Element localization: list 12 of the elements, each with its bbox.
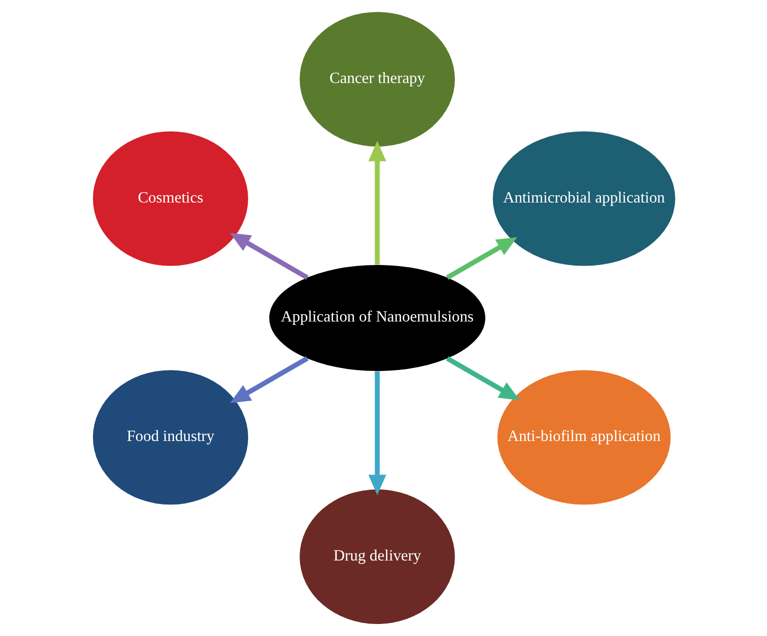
arrow (446, 356, 520, 400)
arrow (446, 237, 517, 280)
arrow (229, 232, 308, 280)
node-ellipse: Cosmetics (92, 131, 248, 266)
node-ellipse: Application of Nanoemulsions (268, 264, 485, 372)
node-ellipse: Food industry (92, 370, 248, 505)
node-ellipse: Cancer therapy (299, 12, 454, 147)
arrow (368, 140, 386, 265)
arrow (229, 356, 308, 404)
arrow (368, 371, 386, 496)
node-ellipse: Drug delivery (299, 489, 454, 624)
node-ellipse: Antimicrobial application (492, 131, 675, 266)
